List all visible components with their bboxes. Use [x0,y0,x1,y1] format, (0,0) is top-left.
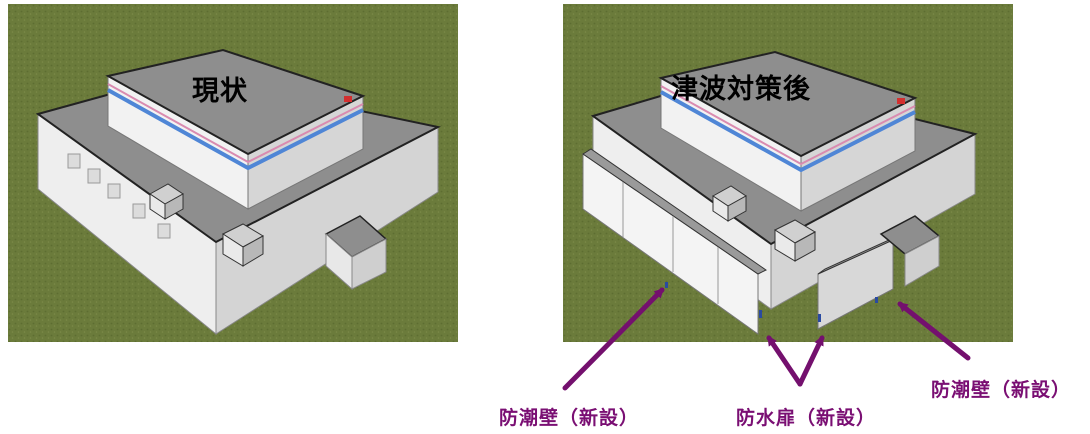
after-countermeasures-title: 津波対策後 [671,74,811,105]
arrow-door-right [797,335,825,387]
watertight-door-mark [818,314,821,322]
watertight-door-new-label: 防水扉（新設） [736,407,877,429]
current-state-panel: 現状 [8,4,458,342]
annex-block [324,215,388,291]
stripe-pink [107,83,364,164]
rooftop-units [712,185,817,262]
current-building-render [8,4,458,342]
stripe-pink [660,85,916,166]
seawall-mark [875,297,878,303]
seawall-new-label-right: 防潮壁（新設） [931,379,1072,401]
seawall-new-label-left: 防潮壁（新設） [499,407,640,429]
tower-roof [658,50,918,158]
tower-roof [105,48,366,156]
rooftop-units [149,183,265,267]
annex-block [879,215,941,287]
current-state-title: 現状 [192,76,248,107]
seawall-mark [665,282,668,288]
watertight-door-mark [759,310,762,318]
after-countermeasures-panel: 津波対策後 [563,4,1013,342]
stripe-blue [660,90,916,173]
stripe-blue [107,88,364,171]
after-building-render [563,4,1013,342]
arrow-door-left [766,335,803,387]
new-seawall [582,148,767,335]
